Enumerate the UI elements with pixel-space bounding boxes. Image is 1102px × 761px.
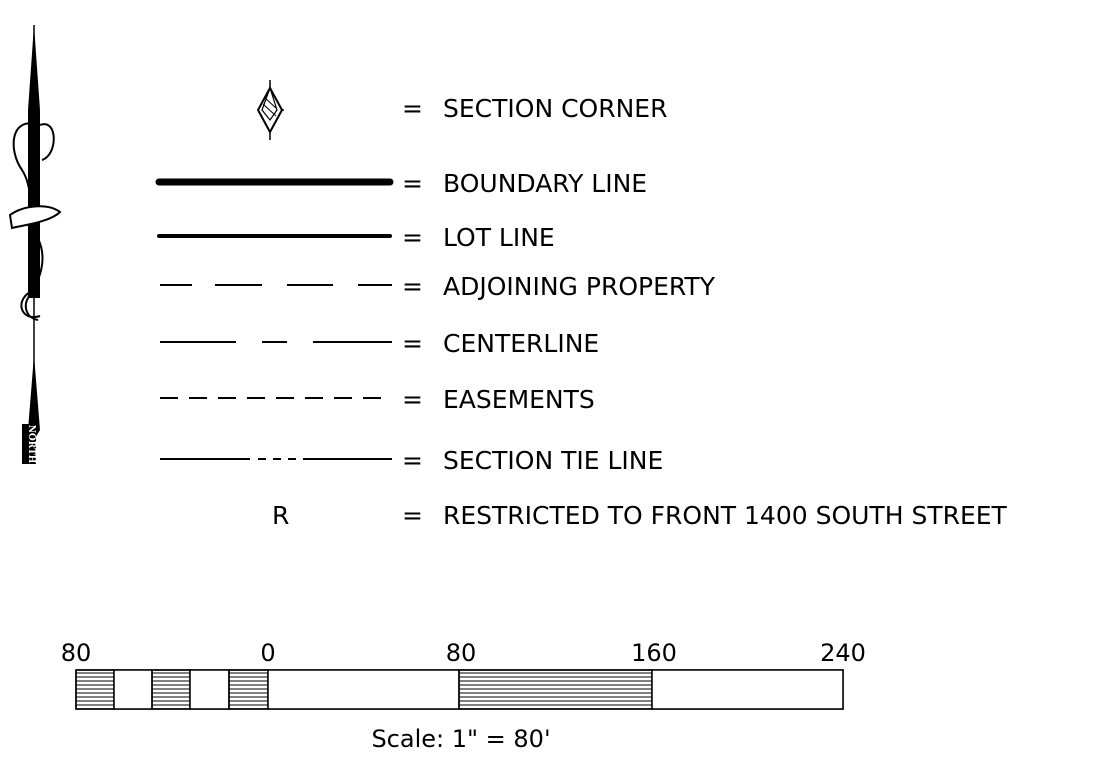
legend-row-section-corner: = SECTION CORNER xyxy=(256,80,667,140)
north-arrow-icon: NORTH xyxy=(8,25,62,464)
legend-equals: = xyxy=(402,329,423,358)
legend-label-easements: EASEMENTS xyxy=(443,385,595,414)
north-label: NORTH xyxy=(26,425,36,464)
legend-row-adjoining-property: = ADJOINING PROPERTY xyxy=(160,272,716,301)
legend-row-lot-line: = LOT LINE xyxy=(157,223,555,252)
legend-equals: = xyxy=(402,169,423,198)
legend-equals: = xyxy=(402,94,423,123)
legend-row-boundary-line: = BOUNDARY LINE xyxy=(155,169,647,198)
scale-segment-hatched xyxy=(458,669,653,710)
legend-row-restricted: R = RESTRICTED TO FRONT 1400 SOUTH STREE… xyxy=(272,501,1008,530)
legend-label-adjoining-property: ADJOINING PROPERTY xyxy=(443,272,716,301)
scale-segment-hatched xyxy=(75,669,115,710)
scale-tick-label: 80 xyxy=(61,639,92,667)
scale-segment-blank xyxy=(113,669,153,710)
legend-symbol-r: R xyxy=(272,501,289,530)
legend-equals: = xyxy=(402,272,423,301)
legend-row-section-tie-line: = SECTION TIE LINE xyxy=(160,446,663,475)
legend-label-centerline: CENTERLINE xyxy=(443,329,599,358)
section-corner-icon xyxy=(256,80,284,140)
legend-equals: = xyxy=(402,446,423,475)
legend-label-section-tie-line: SECTION TIE LINE xyxy=(443,446,663,475)
scale-segment-hatched xyxy=(151,669,191,710)
legend-equals: = xyxy=(402,223,423,252)
legend-row-easements: = EASEMENTS xyxy=(160,385,595,414)
scale-tick-label: 80 xyxy=(446,639,477,667)
scale-bar: 80 0 80 160 240 Scale: 1" = 80' xyxy=(61,639,866,753)
legend-row-centerline: = CENTERLINE xyxy=(160,329,599,358)
scale-tick-label: 0 xyxy=(260,639,275,667)
legend-label-lot-line: LOT LINE xyxy=(443,223,555,252)
scale-tick-label: 240 xyxy=(820,639,866,667)
legend-label-boundary-line: BOUNDARY LINE xyxy=(443,169,647,198)
scale-segment-blank xyxy=(267,669,460,710)
scale-segment-blank xyxy=(651,669,844,710)
scale-caption: Scale: 1" = 80' xyxy=(371,725,550,753)
legend-equals: = xyxy=(402,385,423,414)
scale-segment-blank xyxy=(189,669,230,710)
scale-tick-label: 160 xyxy=(631,639,677,667)
legend-equals: = xyxy=(402,501,423,530)
scale-segment-hatched xyxy=(228,669,269,710)
legend-label-restricted: RESTRICTED TO FRONT 1400 SOUTH STREET xyxy=(443,501,1008,530)
legend-label-section-corner: SECTION CORNER xyxy=(443,94,667,123)
